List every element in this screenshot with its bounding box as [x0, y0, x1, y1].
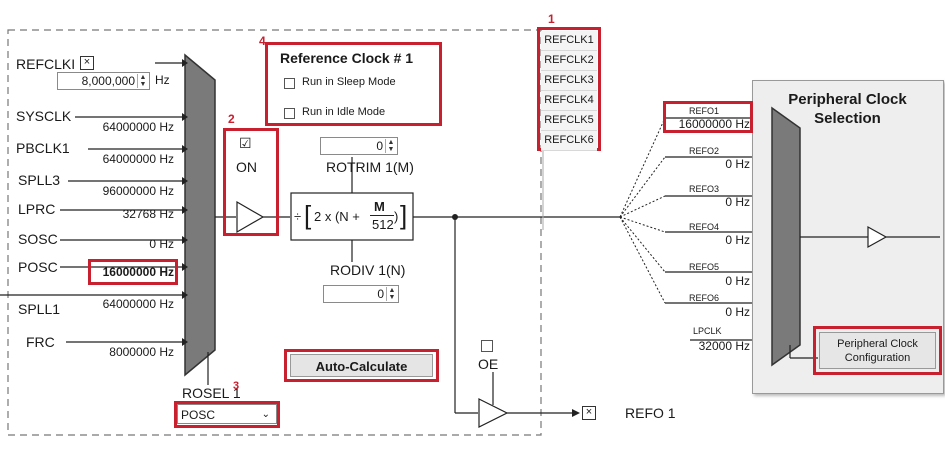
input-label-sysclk: SYSCLK	[16, 108, 72, 124]
refo4-label: REFO4	[689, 222, 720, 232]
ref-clock-dashed-frame	[7, 29, 542, 436]
peripheral-clock-config-button[interactable]: Peripheral Clock Configuration	[819, 332, 936, 369]
on-highlight	[223, 128, 279, 236]
on-label: ON	[236, 159, 257, 175]
spinner-arrows-icon[interactable]: ▲▼	[386, 287, 397, 301]
spinner-arrows-icon[interactable]: ▲▼	[385, 139, 396, 153]
oe-buffer-shape	[478, 398, 509, 428]
refo6-label: REFO6	[689, 293, 720, 303]
refclki-freq-input[interactable]: 8,000,000 ▲▼	[57, 72, 150, 90]
lpclk-label: LPCLK	[693, 326, 722, 336]
posc-freq: 16000000 Hz	[102, 265, 174, 279]
ref-clock-title: Reference Clock # 1	[280, 50, 414, 66]
refclk-item[interactable]: REFCLK5	[541, 111, 597, 131]
oe-label: OE	[478, 356, 499, 372]
refo5-freq: 0 Hz	[725, 274, 750, 288]
sysclk-freq: 64000000 Hz	[102, 120, 174, 134]
spinner-arrows-icon[interactable]: ▲▼	[137, 74, 148, 88]
input-label-posc: POSC	[18, 259, 58, 275]
input-label-spll3: SPLL3	[18, 172, 61, 188]
periph-config-highlight	[813, 326, 942, 375]
lpclk-freq: 32000 Hz	[698, 339, 750, 353]
auto-calculate-button[interactable]: Auto-Calculate	[290, 354, 433, 377]
refo-output-label: REFO 1	[625, 405, 676, 421]
callout-3: 3	[233, 380, 240, 392]
oe-checkbox[interactable]	[481, 340, 493, 352]
refclk-item[interactable]: REFCLK2	[541, 51, 597, 71]
refo1-highlight	[663, 101, 753, 133]
input-label-refclki: REFCLKI	[16, 56, 76, 72]
rotrim-input[interactable]: 0 ▲▼	[320, 137, 398, 155]
ref-clock-panel-highlight	[265, 42, 442, 126]
refo2-label: REFO2	[689, 146, 720, 156]
refclk-list: REFCLK1 REFCLK2 REFCLK3 REFCLK4 REFCLK5 …	[541, 31, 597, 151]
refclki-unit: Hz	[155, 73, 170, 87]
input-label-frc: FRC	[26, 334, 55, 350]
refclk-item[interactable]: REFCLK6	[541, 131, 597, 151]
rodiv-label: RODIV 1(N)	[330, 262, 406, 278]
input-label-spll1: SPLL1	[18, 301, 61, 317]
rodiv-input[interactable]: 0 ▲▼	[323, 285, 399, 303]
peripheral-clock-title: Peripheral Clock Selection	[788, 91, 907, 127]
lprc-freq: 32768 Hz	[122, 207, 174, 221]
refclki-disconnect-icon: ×	[80, 56, 94, 70]
on-checkbox[interactable]: ☑	[239, 135, 252, 151]
input-label-lprc: LPRC	[18, 201, 56, 217]
rosel-label: ROSEL 1	[182, 385, 241, 401]
spll1-freq: 64000000 Hz	[102, 297, 174, 311]
refclk-item[interactable]: REFCLK4	[541, 91, 597, 111]
peripheral-mux-shape	[771, 106, 801, 367]
refo5-label: REFO5	[689, 262, 720, 272]
auto-calc-highlight	[284, 349, 439, 382]
on-buffer-shape	[236, 200, 265, 234]
input-label-sosc: SOSC	[18, 231, 58, 247]
sosc-freq: 0 Hz	[149, 237, 174, 251]
refo1-freq: 16000000 Hz	[678, 117, 750, 131]
refo3-label: REFO3	[689, 184, 720, 194]
frc-freq: 8000000 Hz	[109, 345, 174, 359]
rosel-highlight	[174, 401, 280, 428]
chevron-down-icon: ⌄	[261, 409, 270, 420]
idle-mode-label: Run in Idle Mode	[302, 106, 386, 118]
rosel-select[interactable]: POSC ⌄	[177, 404, 277, 424]
callout-4: 4	[259, 34, 266, 48]
refclk-item[interactable]: REFCLK1	[541, 31, 597, 51]
refo6-freq: 0 Hz	[725, 305, 750, 319]
refo-pin-icon: ×	[582, 406, 596, 420]
spll3-freq: 96000000 Hz	[102, 184, 174, 198]
refo2-freq: 0 Hz	[725, 157, 750, 171]
input-label-pbclk1: PBCLK1	[16, 140, 70, 156]
refo1-label: REFO1	[689, 106, 720, 116]
refo4-freq: 0 Hz	[725, 233, 750, 247]
sleep-mode-checkbox[interactable]	[284, 78, 295, 89]
rotrim-label: ROTRIM 1(M)	[326, 159, 414, 175]
sleep-mode-label: Run in Sleep Mode	[302, 76, 396, 88]
callout-2: 2	[228, 112, 235, 126]
refclk-item[interactable]: REFCLK3	[541, 71, 597, 91]
idle-mode-checkbox[interactable]	[284, 108, 295, 119]
posc-freq-highlight	[88, 259, 178, 285]
refo3-freq: 0 Hz	[725, 195, 750, 209]
pbclk1-freq: 64000000 Hz	[102, 152, 174, 166]
callout-1: 1	[548, 12, 555, 26]
divider-formula: ÷ [ 2 x (N + M 512 ) ]	[294, 199, 408, 232]
